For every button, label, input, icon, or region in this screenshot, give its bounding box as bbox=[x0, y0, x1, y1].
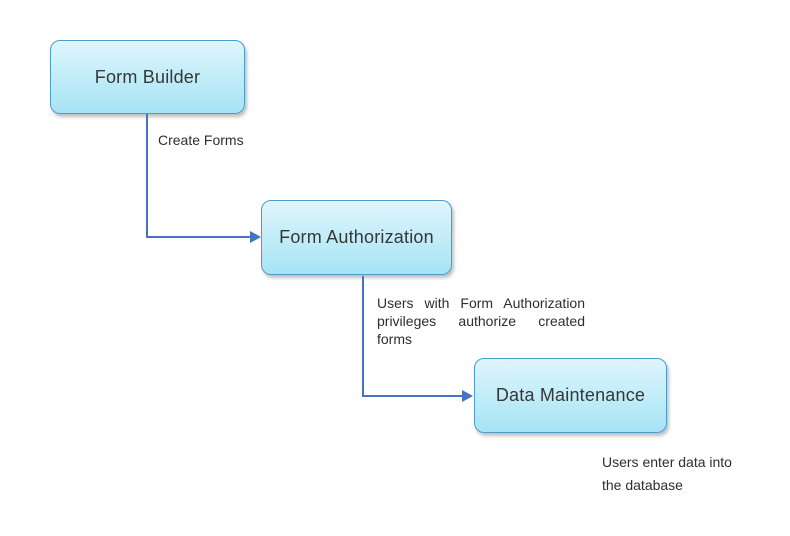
note-line-1: Users enter data into bbox=[602, 454, 732, 470]
note-line-2: the database bbox=[602, 477, 683, 493]
edge-label-create-forms: Create Forms bbox=[158, 132, 244, 148]
connector-2-horizontal-line bbox=[362, 395, 464, 397]
node-form-authorization-label: Form Authorization bbox=[279, 227, 434, 247]
edge-label-authorize-forms: Users with Form Authorization privileges… bbox=[377, 295, 585, 347]
node-data-maintenance: Data Maintenance bbox=[474, 358, 667, 433]
connector-1-arrowhead-right-icon bbox=[250, 231, 261, 243]
node-form-builder: Form Builder bbox=[50, 40, 245, 114]
connector-2-vertical-line bbox=[362, 276, 364, 396]
node-data-maintenance-label: Data Maintenance bbox=[495, 385, 646, 405]
connector-1-vertical-line bbox=[146, 114, 148, 237]
node-form-builder-label: Form Builder bbox=[94, 66, 201, 87]
connector-1-horizontal-line bbox=[146, 236, 252, 238]
node-form-authorization: Form Authorization bbox=[261, 200, 452, 275]
note-data-maintenance: Users enter data into the database bbox=[602, 451, 732, 497]
connector-2-arrowhead-right-icon bbox=[462, 390, 473, 402]
